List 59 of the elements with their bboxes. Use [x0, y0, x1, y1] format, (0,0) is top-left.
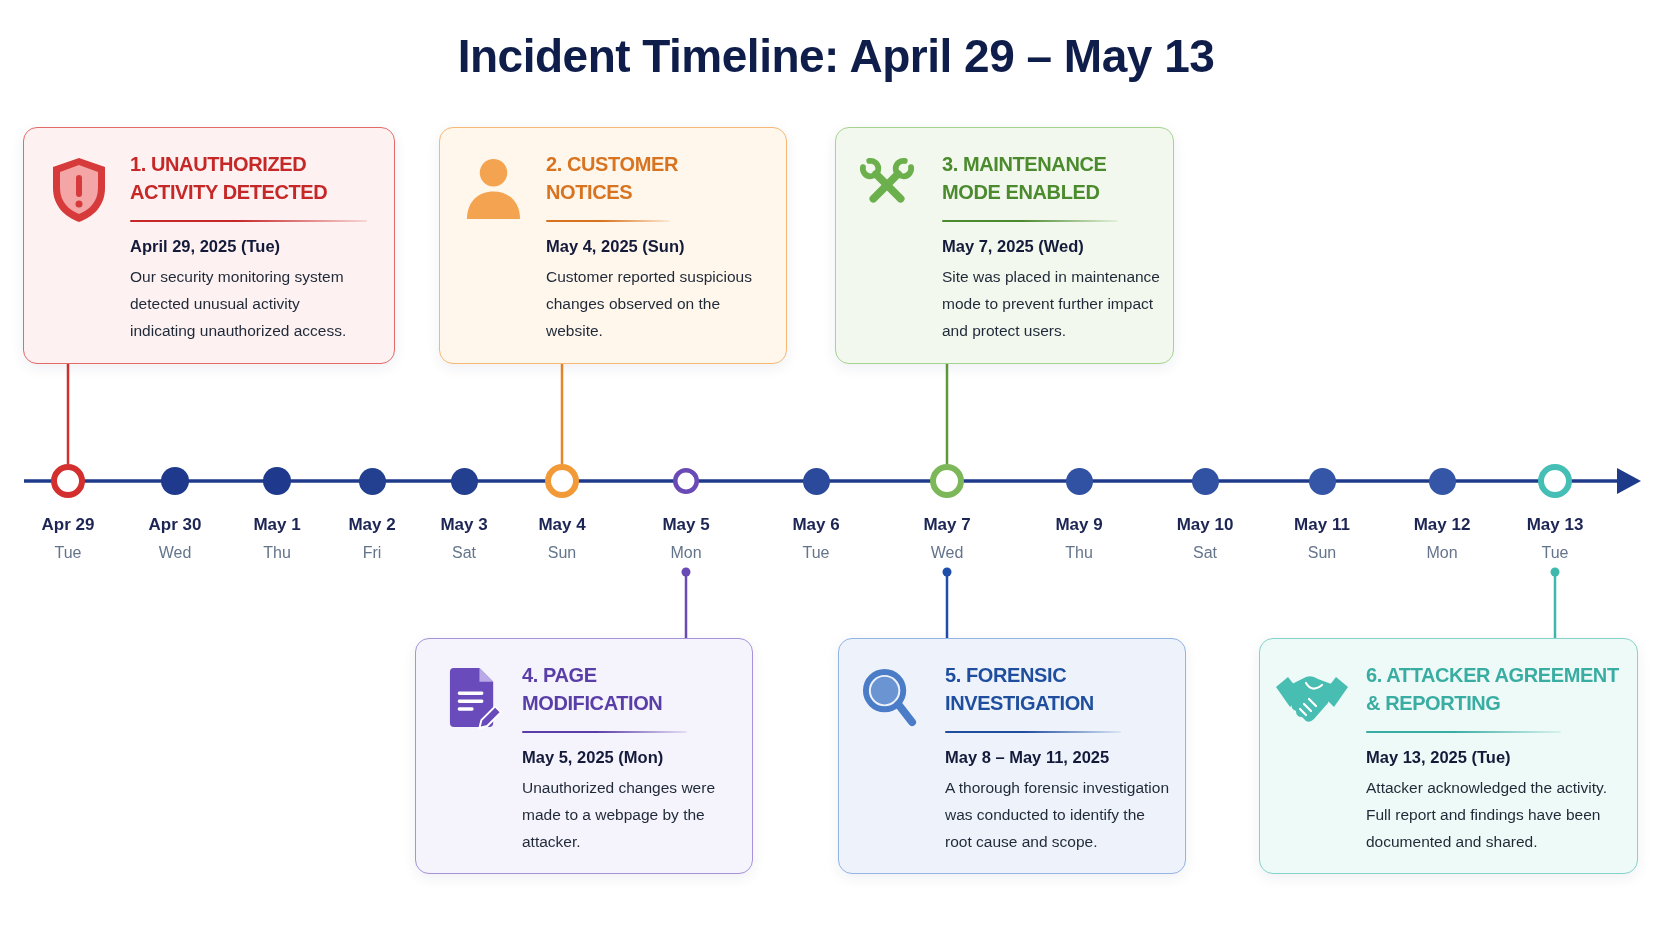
- date-label: May 11: [1294, 514, 1350, 536]
- event-date: May 13, 2025 (Tue): [1366, 747, 1511, 768]
- event-date: April 29, 2025 (Tue): [130, 236, 281, 257]
- date-label: May 4: [538, 514, 586, 536]
- weekday-label: Sun: [1307, 543, 1337, 563]
- weekday-label: Tue: [802, 543, 830, 563]
- event-date: May 8 – May 11, 2025: [945, 747, 1110, 768]
- event-description: Unauthorized changes were made to a webpage by the attacker.: [522, 778, 716, 852]
- event-description: A thorough forensic investigation was conducted to identify the root cause and scope.: [945, 778, 1171, 852]
- event-description: Attacker acknowledged the activity. Full report and findings have been documented and shared.: [1366, 778, 1608, 852]
- card-heading: 3. MAINTENANCE MODE ENABLED: [942, 152, 1108, 205]
- weekday-label: Wed: [930, 543, 964, 563]
- leader-line: [1550, 567, 1560, 638]
- leader-line: [681, 567, 691, 638]
- event-description: Site was placed in maintenance mode to prevent further impact and protect users.: [942, 267, 1161, 341]
- weekday-label: Mon: [670, 543, 702, 563]
- date-label: May 10: [1176, 514, 1234, 536]
- weekday-label: Tue: [1541, 543, 1569, 563]
- date-label: May 3: [440, 514, 488, 536]
- event-card: [23, 127, 395, 364]
- weekday-label: Thu: [263, 543, 291, 563]
- event-description: Customer reported suspicious changes observed on the website.: [546, 267, 753, 341]
- event-card: [835, 127, 1174, 364]
- card-heading: 2. CUSTOMER NOTICES: [546, 152, 679, 205]
- weekday-label: Sat: [452, 543, 476, 563]
- event-card: [838, 638, 1186, 874]
- weekday-label: Thu: [1065, 543, 1093, 563]
- event-date: May 5, 2025 (Mon): [522, 747, 664, 768]
- weekday-label: Sat: [1193, 543, 1217, 563]
- card-heading: 6. ATTACKER AGREEMENT & REPORTING: [1366, 663, 1620, 716]
- event-date: May 4, 2025 (Sun): [546, 236, 685, 257]
- date-label: May 5: [662, 514, 710, 536]
- leader-line: [66, 364, 70, 464]
- date-label: May 1: [253, 514, 301, 536]
- weekday-label: Fri: [362, 543, 382, 563]
- weekday-label: Mon: [1426, 543, 1458, 563]
- event-card: [415, 638, 753, 874]
- date-label: May 12: [1413, 514, 1471, 536]
- diagram-title: Incident Timeline: April 29 – May 13: [457, 29, 1215, 84]
- date-label: May 13: [1526, 514, 1584, 536]
- date-label: Apr 29: [41, 514, 95, 536]
- weekday-label: Wed: [158, 543, 192, 563]
- event-card: [1259, 638, 1638, 874]
- leader-line: [942, 567, 952, 638]
- date-label: May 7: [923, 514, 971, 536]
- leader-line: [560, 364, 564, 464]
- card-heading: 5. FORENSIC INVESTIGATION: [945, 663, 1095, 716]
- event-card: [439, 127, 787, 364]
- weekday-label: Sun: [547, 543, 577, 563]
- date-label: May 2: [348, 514, 396, 536]
- event-date: May 7, 2025 (Wed): [942, 236, 1084, 257]
- date-label: Apr 30: [148, 514, 202, 536]
- leader-line: [945, 364, 949, 464]
- weekday-label: Tue: [54, 543, 82, 563]
- date-label: May 9: [1055, 514, 1103, 536]
- event-description: Our security monitoring system detected unusual activity indicating unauthorized access.: [130, 267, 348, 341]
- card-heading: 1. UNAUTHORIZED ACTIVITY DETECTED: [130, 152, 329, 205]
- date-label: May 6: [792, 514, 840, 536]
- card-heading: 4. PAGE MODIFICATION: [522, 663, 664, 716]
